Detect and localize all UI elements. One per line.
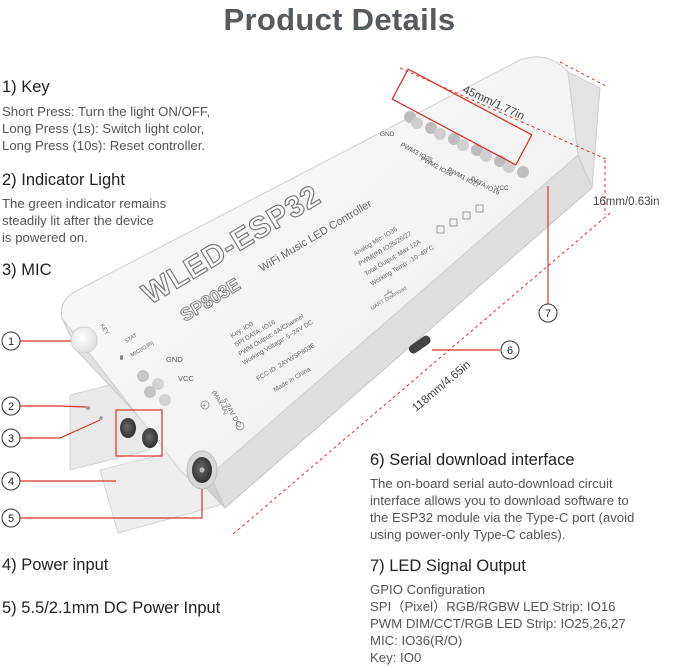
mic-heading: 3) MIC: [2, 261, 52, 279]
serial-line: the ESP32 module via the Type-C port (av…: [370, 510, 635, 525]
callout-number: 6: [507, 345, 513, 357]
key-line: Long Press (1s): Switch light color,: [2, 121, 205, 136]
callout-4: 4: [1, 471, 21, 491]
callout-line-2: [20, 405, 87, 408]
key-button: [70, 326, 98, 354]
key-description: Short Press: Turn the light ON/OFF, Long…: [2, 103, 210, 154]
dc-jack: [186, 450, 218, 490]
led-output-description: GPIO Configuration SPI（Pixel）RGB/RGBW LE…: [370, 581, 626, 666]
callout-line-3: [20, 419, 101, 439]
key-line: Long Press (10s): Reset controller.: [2, 138, 206, 153]
mic-hole: [99, 416, 103, 420]
dc-input-heading: 5) 5.5/2.1mm DC Power Input: [2, 599, 221, 617]
power-gnd-label: GND: [166, 355, 183, 364]
callout-number: 1: [8, 336, 14, 348]
led-output-line: PWM DIM/CCT/RGB LED Strip: IO25,26,27: [370, 616, 626, 631]
power-vcc-label: VCC: [178, 374, 194, 383]
callout-6: 6: [500, 340, 520, 360]
callout-number: 2: [8, 401, 14, 413]
serial-line: using power-only Type-C cables).: [370, 527, 566, 542]
indicator-heading: 2) Indicator Light: [2, 171, 125, 189]
led-output-highlight: [391, 68, 533, 166]
key-heading: 1) Key: [2, 78, 50, 96]
callout-number: 5: [8, 513, 14, 525]
certification-icons: [436, 204, 484, 234]
led-output-line: SPI（Pixel）RGB/RGBW LED Strip: IO16: [370, 599, 616, 614]
usb-icon: [383, 290, 394, 297]
led-output-line: Key: IO0: [370, 650, 422, 665]
indicator-line: The green indicator remains: [2, 196, 167, 211]
terminal-label-vcc: VCC: [495, 185, 509, 192]
led-output-line: MIC: IO36(R/O): [370, 633, 463, 648]
power-terminal-front: [120, 418, 158, 448]
callout-5: 5: [1, 508, 21, 528]
serial-line: interface allows you to download softwar…: [370, 493, 629, 508]
power-terminal-highlight: [115, 409, 163, 457]
mic-icon: [120, 355, 123, 360]
power-terminal-top: [137, 370, 171, 406]
usb-c-port: [408, 335, 431, 354]
indicator-line: steadily lit after the device: [2, 213, 154, 228]
dimension-width-ext: [559, 61, 607, 87]
serial-heading: 6) Serial download interface: [370, 451, 575, 469]
indicator-description: The green indicator remains steadily lit…: [2, 195, 166, 246]
terminal-label-gnd: GND: [380, 131, 395, 138]
indicator-led: [86, 406, 90, 410]
polarity-icon: [200, 400, 245, 431]
key-label: KEY: [98, 323, 109, 336]
callout-number: 3: [8, 433, 14, 445]
callout-2: 2: [1, 396, 21, 416]
serial-line: The on-board serial auto-download circui…: [370, 476, 613, 491]
led-output-terminal: [404, 111, 529, 178]
callout-3: 3: [1, 428, 21, 448]
callout-1: 1: [1, 331, 21, 351]
key-line: Short Press: Turn the light ON/OFF,: [2, 104, 211, 119]
serial-description: The on-board serial auto-download circui…: [370, 475, 634, 543]
dimension-length: 118mm/4.65in: [410, 359, 473, 414]
power-input-heading: 4) Power input: [2, 556, 109, 574]
indicator-line: is powered on.: [2, 230, 88, 245]
page-title: Product Details: [223, 2, 456, 37]
led-output-line: GPIO Configuration: [370, 582, 486, 597]
led-output-heading: 7) LED Signal Output: [370, 557, 526, 575]
minus-sign: −: [237, 424, 241, 431]
dimension-length-line: [231, 212, 611, 536]
plus-sign: +: [202, 403, 206, 410]
dimension-width-line: [399, 67, 609, 161]
callout-line-5: [20, 489, 203, 519]
callout-number: 7: [545, 308, 551, 320]
callout-7: 7: [538, 303, 558, 323]
callout-number: 4: [8, 476, 14, 488]
dimension-height: 16mm/0.63in: [593, 196, 659, 208]
